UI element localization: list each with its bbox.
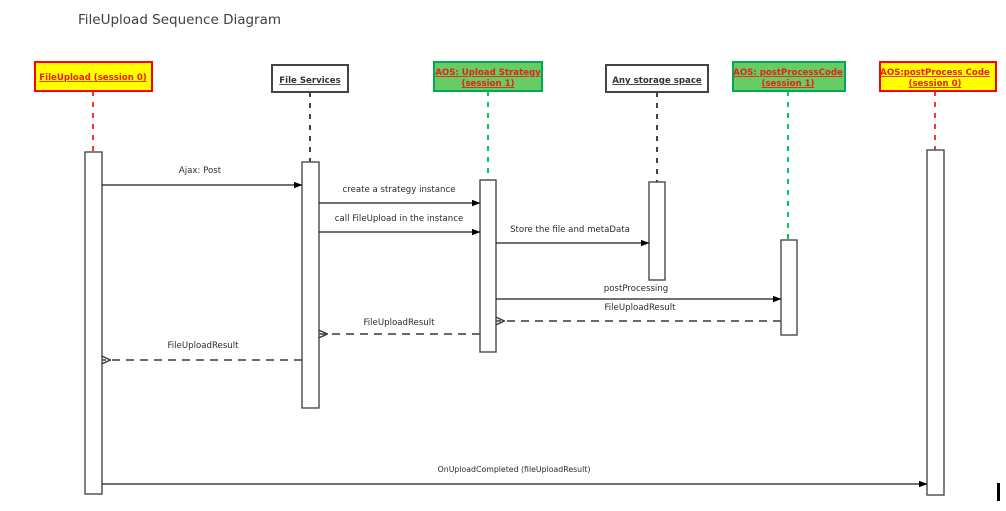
message-m2: create a strategy instance	[319, 185, 481, 207]
activation-bar-aos-upload-strategy	[479, 179, 497, 353]
participant-label-line1: FileUpload (session 0)	[39, 73, 147, 83]
participant-header-aos-upload-strategy[interactable]: AOS: Upload Strategy(session 1)	[433, 61, 543, 92]
participant-header-fileupload[interactable]: FileUpload (session 0)	[34, 61, 153, 92]
participant-box[interactable]	[271, 64, 349, 93]
participant-label-line2: (session 1)	[462, 79, 515, 89]
participant-headers-layer: FileUpload (session 0) File Services AOS: …	[34, 61, 997, 93]
lifelines-layer	[92, 91, 936, 240]
participant-box[interactable]	[433, 61, 543, 92]
participant-header-aos-postprocesscode-s1[interactable]: AOS: postProcessCode(session 1)	[732, 61, 846, 92]
participant-header-file-services[interactable]: File Services	[271, 64, 349, 93]
participant-label-line1: AOS: Upload Strategy	[435, 68, 541, 78]
participant-label-line2: (session 0)	[909, 79, 962, 89]
messages-layer: Ajax: Post create a strategy instance call…	[102, 166, 928, 488]
message-m5: postProcessing	[496, 284, 782, 303]
message-label: Ajax: Post	[179, 166, 222, 176]
message-m1: Ajax: Post	[102, 166, 303, 189]
participant-box[interactable]	[605, 64, 709, 93]
message-label: FileUploadResult	[363, 318, 435, 328]
message-label: FileUploadResult	[604, 303, 676, 313]
participant-label-line2: (session 1)	[762, 79, 815, 89]
participant-box[interactable]	[879, 61, 997, 92]
participant-box[interactable]	[34, 61, 153, 92]
activation-bar-any-storage-space	[648, 181, 666, 281]
page-title: FileUpload Sequence Diagram	[78, 12, 281, 28]
message-label: create a strategy instance	[343, 185, 456, 195]
activation-bar-fileupload	[84, 151, 103, 495]
participant-header-any-storage-space[interactable]: Any storage space	[605, 64, 709, 93]
activation-bar-file-services	[301, 161, 320, 409]
message-m4: Store the file and metaData	[496, 225, 650, 247]
participant-label-line1: AOS:postProcess Code	[880, 68, 990, 78]
message-m6: FileUploadResult	[496, 303, 781, 321]
message-m9: OnUploadCompleted (fileUploadResult)	[102, 465, 928, 488]
text-caret-mark	[997, 483, 1000, 501]
message-m8: FileUploadResult	[102, 341, 302, 360]
message-label: Store the file and metaData	[510, 225, 630, 235]
participant-box[interactable]	[732, 61, 846, 92]
activation-bar-aos-postprocesscode-s1	[780, 239, 798, 336]
text-caret-layer	[997, 483, 1000, 501]
message-label: FileUploadResult	[167, 341, 239, 351]
message-label: call FileUpload in the instance	[335, 214, 464, 224]
message-label: postProcessing	[604, 284, 668, 294]
activation-bar-aos-postprocess-code-s0	[926, 149, 945, 496]
participant-label-line1: Any storage space	[612, 76, 702, 86]
participant-label-line1: AOS: postProcessCode	[733, 68, 843, 78]
message-label: OnUploadCompleted (fileUploadResult)	[438, 465, 591, 474]
activations-layer	[84, 149, 945, 496]
participant-label-line1: File Services	[279, 76, 340, 86]
message-m3: call FileUpload in the instance	[319, 214, 481, 236]
message-m7: FileUploadResult	[319, 318, 480, 334]
participant-header-aos-postprocess-code-s0[interactable]: AOS:postProcess Code(session 0)	[879, 61, 997, 92]
